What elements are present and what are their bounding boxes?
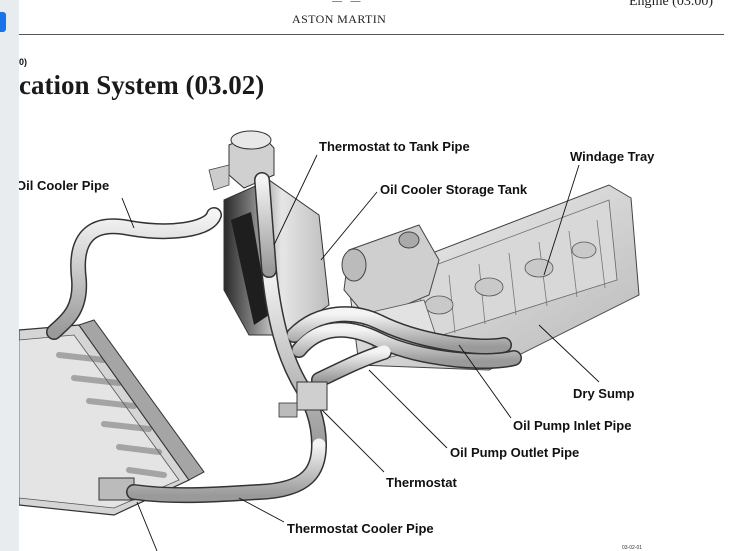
oil-cooler-radiator bbox=[19, 319, 205, 516]
figure-id: 03-02-01 bbox=[622, 545, 642, 551]
label-thermostat: Thermostat bbox=[386, 475, 457, 490]
label-dry-sump: Dry Sump bbox=[573, 386, 634, 401]
leader-oil-pump-inlet-pipe bbox=[458, 344, 512, 419]
page-title: cation System (03.02) bbox=[19, 70, 265, 100]
leader-oil-pump-outlet-pipe bbox=[368, 369, 448, 449]
leader-thermostat bbox=[321, 409, 385, 473]
label-windage-tray: Windage Tray bbox=[570, 149, 655, 164]
brand-logo-mark: — — bbox=[332, 0, 364, 7]
label-oil-pump-inlet-pipe: Oil Pump Inlet Pipe bbox=[513, 418, 631, 433]
thermostat-housing bbox=[278, 381, 328, 418]
side-panel bbox=[0, 0, 19, 551]
label-oil-cooler-storage-tank: Oil Cooler Storage Tank bbox=[380, 182, 528, 197]
section-header-right: Engine (03.00) bbox=[629, 0, 713, 9]
label-thermostat-to-tank-pipe: Thermostat to Tank Pipe bbox=[319, 139, 470, 154]
leader-windage-tray bbox=[543, 164, 580, 276]
leader-radiator bbox=[136, 501, 158, 551]
panel-toggle-tab[interactable] bbox=[0, 12, 6, 32]
leader-thermostat-to-tank-pipe bbox=[273, 154, 318, 246]
document-page: — — ASTON MARTIN Engine (03.00) 0) catio… bbox=[19, 0, 740, 551]
leader-oil-cooler-storage-tank bbox=[320, 191, 378, 261]
lubrication-system-diagram: Oil Cooler Pipe Thermostat to Tank Pipe … bbox=[19, 130, 655, 551]
header-divider bbox=[19, 34, 724, 35]
brand-name: ASTON MARTIN bbox=[292, 12, 387, 26]
label-oil-cooler-pipe: Oil Cooler Pipe bbox=[19, 178, 109, 193]
leader-thermostat-cooler-pipe bbox=[238, 497, 285, 523]
section-number: 0) bbox=[19, 57, 28, 67]
label-oil-pump-outlet-pipe: Oil Pump Outlet Pipe bbox=[450, 445, 579, 460]
callout-leaders bbox=[121, 154, 600, 551]
leader-oil-cooler-pipe bbox=[121, 197, 135, 229]
leader-dry-sump bbox=[538, 324, 600, 383]
engine-sump-assembly bbox=[341, 184, 640, 371]
label-thermostat-cooler-pipe: Thermostat Cooler Pipe bbox=[287, 521, 434, 536]
